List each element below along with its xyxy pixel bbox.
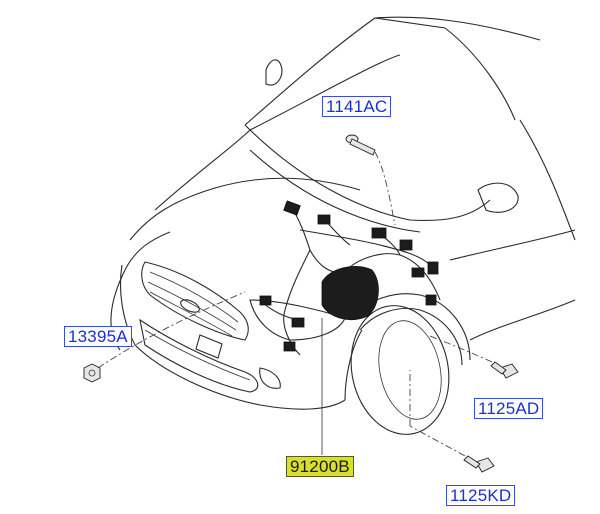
nut-13395a bbox=[83, 291, 246, 383]
part-label-harness-main[interactable]: 91200B bbox=[286, 456, 354, 477]
car-body bbox=[110, 16, 576, 435]
part-label-bolt-top[interactable]: 1141AC bbox=[322, 96, 392, 117]
wiring-harness bbox=[259, 200, 441, 356]
part-label-bolt-right-lower[interactable]: 1125KD bbox=[446, 485, 516, 506]
part-label-nut-left[interactable]: 13395A bbox=[64, 326, 132, 347]
bolt-1125ad bbox=[429, 335, 519, 379]
part-label-bolt-right-upper[interactable]: 1125AD bbox=[474, 398, 544, 419]
bolt-1141ac bbox=[345, 134, 396, 226]
bolt-1125kd bbox=[409, 370, 495, 473]
